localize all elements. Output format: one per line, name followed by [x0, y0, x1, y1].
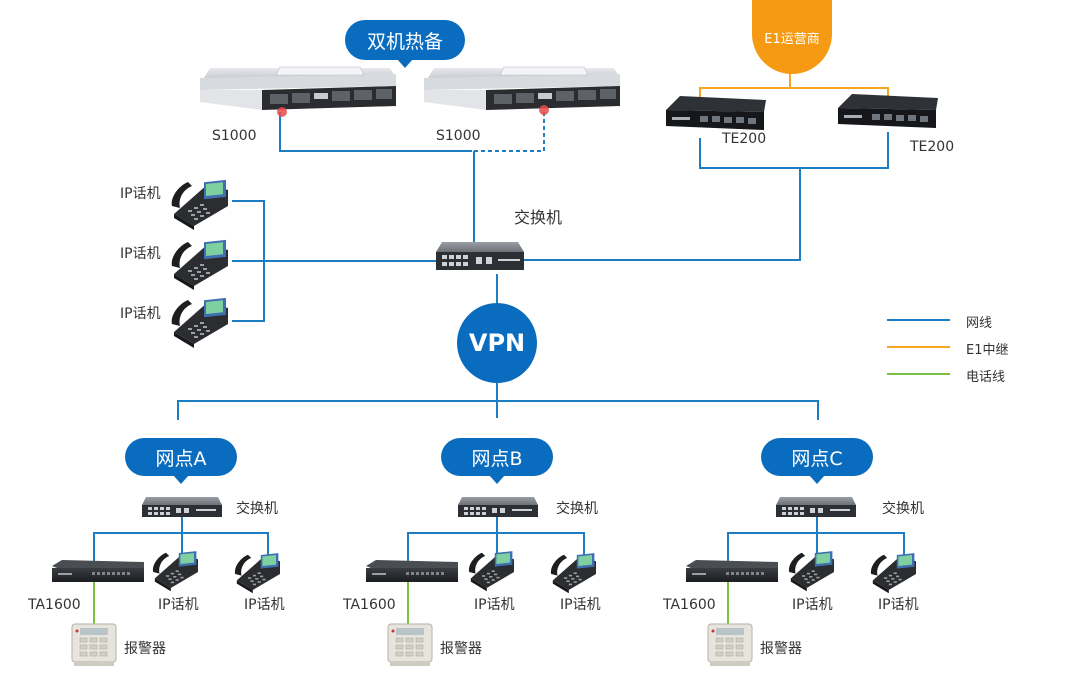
- branch-switch-icon: [142, 497, 222, 517]
- e1-link-left: [699, 72, 791, 100]
- server-right-standby-link: [472, 112, 545, 152]
- branch-switch-label: 交换机: [236, 501, 278, 517]
- ip-phone-label: IP话机: [158, 597, 199, 613]
- vpn-label: VPN: [468, 329, 526, 357]
- branch-a-badge: 网点A: [125, 438, 237, 484]
- ip-phone-label: IP话机: [792, 597, 833, 613]
- ip-phone-label: IP话机: [120, 186, 161, 202]
- branch-name: 网点A: [155, 447, 207, 470]
- core-switch-label: 交换机: [514, 208, 563, 227]
- ip-phone-icon: [468, 551, 514, 592]
- ta1600-icon: [366, 560, 458, 582]
- branch-name: 网点C: [791, 447, 843, 470]
- ta1600-label: TA1600: [663, 597, 716, 613]
- ip-phone-label: IP话机: [244, 597, 285, 613]
- switch-to-gateways-link: [524, 168, 801, 261]
- branch-c-badge: 网点C: [761, 438, 873, 484]
- server-left-icon: [199, 66, 397, 111]
- vpn-badge: VPN: [457, 303, 537, 383]
- ip-phone-label: IP话机: [474, 597, 515, 613]
- ip-phone-label: IP话机: [560, 597, 601, 613]
- alarm-label: 报警器: [124, 641, 166, 657]
- alarm-keypad-icon: [71, 623, 117, 667]
- ip-phone-icon: [171, 297, 228, 348]
- carrier-label: E1运营商: [764, 31, 820, 47]
- e1-link-right: [790, 87, 889, 98]
- core-switch-icon: [436, 242, 524, 270]
- gateway-right-icon: [838, 94, 938, 128]
- carrier-badge: E1运营商: [752, 0, 832, 74]
- alarm-keypad-icon: [707, 623, 753, 667]
- server-left-label: S1000: [212, 128, 257, 144]
- server-right-label: S1000: [436, 128, 481, 144]
- branch-switch-label: 交换机: [882, 501, 924, 517]
- ip-phone-icon: [234, 553, 280, 594]
- ta1600-icon: [686, 560, 778, 582]
- ip-phone-label: IP话机: [878, 597, 919, 613]
- server-left-link: [279, 112, 472, 152]
- ta1600-label: TA1600: [343, 597, 396, 613]
- legend-e1-label: E1中继: [966, 343, 1009, 358]
- branch-switch-label: 交换机: [556, 501, 598, 517]
- ta1600-label: TA1600: [28, 597, 81, 613]
- branch-switch-icon: [458, 497, 538, 517]
- ip-phone-icon: [870, 553, 916, 594]
- vpn-to-branches-link: [177, 400, 819, 420]
- ip-phone-icon: [171, 179, 228, 230]
- alarm-keypad-icon: [387, 623, 433, 667]
- branch-b-badge: 网点B: [441, 438, 553, 484]
- gateway-left-icon: [666, 96, 766, 130]
- ip-phone-icon: [171, 239, 228, 290]
- ip-phone-icon: [550, 553, 596, 594]
- legend-network-label: 网线: [966, 316, 993, 331]
- gateways-link: [699, 132, 889, 169]
- hotstandby-badge: 双机热备: [345, 20, 465, 68]
- ip-phone-label: IP话机: [120, 306, 161, 322]
- hotstandby-label: 双机热备: [366, 30, 443, 53]
- ta1600-icon: [52, 560, 144, 582]
- ip-phone-icon: [788, 551, 834, 592]
- ip-phone-icon: [152, 551, 198, 592]
- branch-name: 网点B: [471, 447, 523, 470]
- ip-phone-label: IP话机: [120, 246, 161, 262]
- server-right-icon: [423, 66, 621, 111]
- branch-switch-icon: [776, 497, 856, 517]
- alarm-label: 报警器: [440, 641, 482, 657]
- gateway-left-label: TE200: [722, 131, 767, 147]
- gateway-right-label: TE200: [910, 139, 955, 155]
- legend-phone-label: 电话线: [966, 370, 1006, 385]
- alarm-label: 报警器: [760, 641, 802, 657]
